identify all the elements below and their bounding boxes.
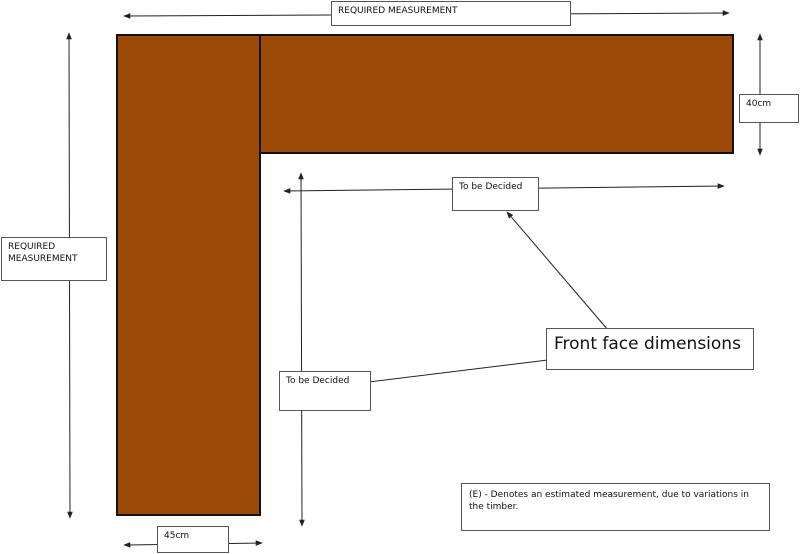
- inner-height-arrow: [298, 172, 305, 527]
- pointer-arrow-to-inner-width: [506, 211, 609, 331]
- front-face-dimensions-label: Front face dimensions: [546, 328, 754, 370]
- inner-width-label: To be Decided: [452, 177, 539, 211]
- inner-height-label: To be Decided: [279, 371, 371, 411]
- left-height-label: REQUIRED MEASUREMENT: [1, 237, 107, 281]
- worktop-horizontal-section: [259, 34, 734, 154]
- estimated-measurement-note: (E) - Denotes an estimated measurement, …: [461, 483, 770, 531]
- top-width-label: REQUIRED MEASUREMENT: [331, 1, 571, 26]
- pointer-arrow-to-inner-height: [351, 359, 549, 387]
- leg-width-label: 45cm: [157, 526, 229, 553]
- arm-depth-label: 40cm: [739, 94, 799, 123]
- worktop-vertical-section: [116, 34, 261, 516]
